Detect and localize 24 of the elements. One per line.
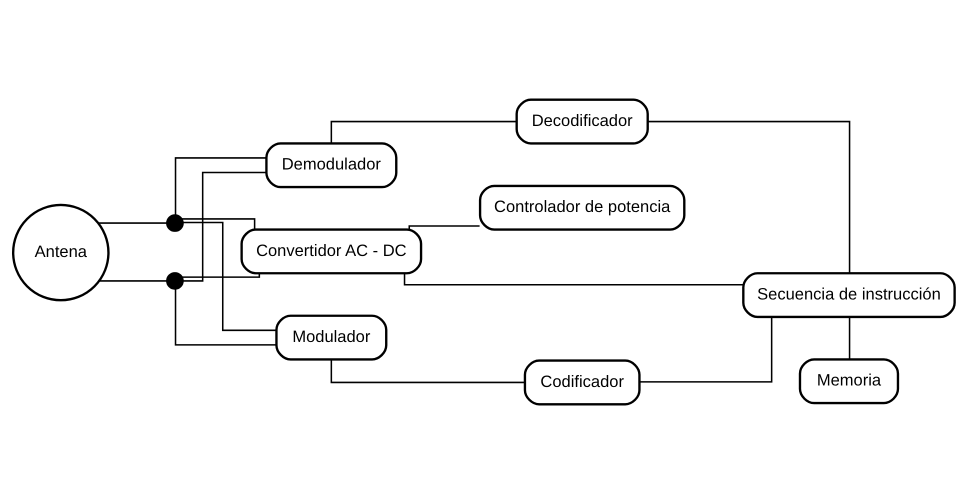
connector (99, 280, 167, 282)
connector (330, 359, 525, 384)
node-circle (166, 272, 184, 290)
node-box: Modulador (275, 314, 388, 361)
connector (174, 157, 266, 216)
node-box: Decodificador (516, 98, 649, 145)
node-box: Convertidor AC - DC (240, 228, 422, 274)
node-box: Memoria (798, 358, 900, 404)
node-box: Controlador de potencia (478, 184, 686, 231)
node-circle: Antena (12, 204, 110, 302)
connector (330, 120, 517, 143)
connector (848, 317, 850, 360)
node-box: Demodulador (265, 142, 398, 188)
connector (174, 288, 276, 346)
node-box: Secuencia de instrucción (742, 272, 956, 318)
connector (182, 218, 256, 230)
connector (98, 222, 168, 224)
connector (182, 172, 266, 282)
connector (648, 120, 850, 274)
node-circle (166, 214, 184, 232)
connector (404, 273, 744, 286)
connector (640, 316, 772, 383)
connector (182, 222, 276, 332)
node-box: Codificador (524, 359, 641, 406)
